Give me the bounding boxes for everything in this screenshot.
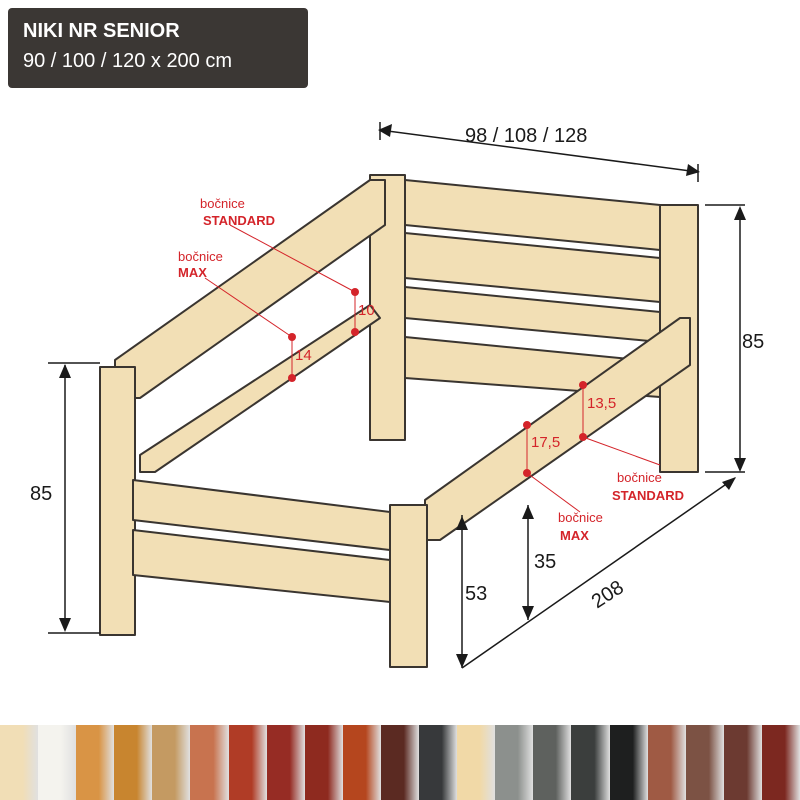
color-swatch-5[interactable]: [152, 725, 191, 800]
color-swatch-6[interactable]: [190, 725, 229, 800]
color-swatch-20[interactable]: [723, 725, 762, 800]
label-max-left: MAX: [178, 265, 207, 280]
head-board-2: [404, 232, 661, 303]
title-box: NIKI NR SENIOR 90 / 100 / 120 x 200 cm: [8, 8, 308, 88]
product-sizes: 90 / 100 / 120 x 200 cm: [23, 50, 233, 72]
head-height-dimension: 85: [742, 331, 764, 353]
color-swatch-3[interactable]: [76, 725, 115, 800]
arrow-heads: [59, 124, 746, 668]
label-max-right: MAX: [560, 528, 589, 543]
color-swatch-10[interactable]: [342, 725, 381, 800]
front-left-post: [99, 366, 136, 636]
gap-standard-left: 10: [358, 302, 375, 319]
bed-frame: [99, 174, 699, 668]
color-swatch-19[interactable]: [685, 725, 724, 800]
label-bocnice-max-right: bočnice: [558, 510, 603, 525]
frame-height-dimension: 35: [534, 551, 556, 573]
color-swatch-4[interactable]: [114, 725, 153, 800]
color-swatch-11[interactable]: [380, 725, 420, 800]
foot-board-2: [132, 529, 391, 603]
color-swatch-21[interactable]: [761, 725, 800, 800]
label-bocnice-standard-left: bočnice: [200, 196, 245, 211]
annotation-points: [288, 288, 587, 477]
color-swatch-13[interactable]: [457, 725, 496, 800]
product-name: NIKI NR SENIOR: [23, 20, 180, 42]
left-low-rail: [139, 304, 381, 473]
color-swatch-15[interactable]: [533, 725, 572, 800]
bed-drawing: 98 / 108 / 128 85 85 208 53 35 10 14 13,…: [30, 122, 764, 669]
color-swatches: [0, 725, 800, 800]
foot-board-1: [132, 479, 391, 551]
color-swatch-8[interactable]: [266, 725, 305, 800]
color-swatch-17[interactable]: [609, 725, 648, 800]
leg-height-dimension: 53: [465, 583, 487, 605]
color-swatch-16[interactable]: [571, 725, 610, 800]
dimension-lines: [48, 122, 745, 669]
length-dimension: 208: [588, 576, 628, 613]
annotation-lines: [204, 224, 661, 513]
label-standard-right: STANDARD: [612, 488, 684, 503]
label-bocnice-standard-right: bočnice: [617, 470, 662, 485]
color-swatch-12[interactable]: [419, 725, 458, 800]
gap-max-right: 17,5: [531, 434, 560, 451]
head-board-1: [404, 179, 661, 251]
color-swatch-1[interactable]: [0, 725, 39, 800]
color-swatch-18[interactable]: [647, 725, 686, 800]
label-bocnice-max-left: bočnice: [178, 249, 223, 264]
color-swatch-9[interactable]: [304, 725, 343, 800]
gap-max-left: 14: [295, 347, 312, 364]
color-swatch-14[interactable]: [495, 725, 534, 800]
foot-height-dimension: 85: [30, 483, 52, 505]
gap-standard-right: 13,5: [587, 395, 616, 412]
front-right-post: [389, 504, 428, 668]
color-swatch-7[interactable]: [228, 725, 267, 800]
back-left-post: [369, 174, 406, 441]
label-standard-left: STANDARD: [203, 213, 275, 228]
width-dimension: 98 / 108 / 128: [465, 125, 587, 147]
color-swatch-2[interactable]: [38, 725, 77, 800]
